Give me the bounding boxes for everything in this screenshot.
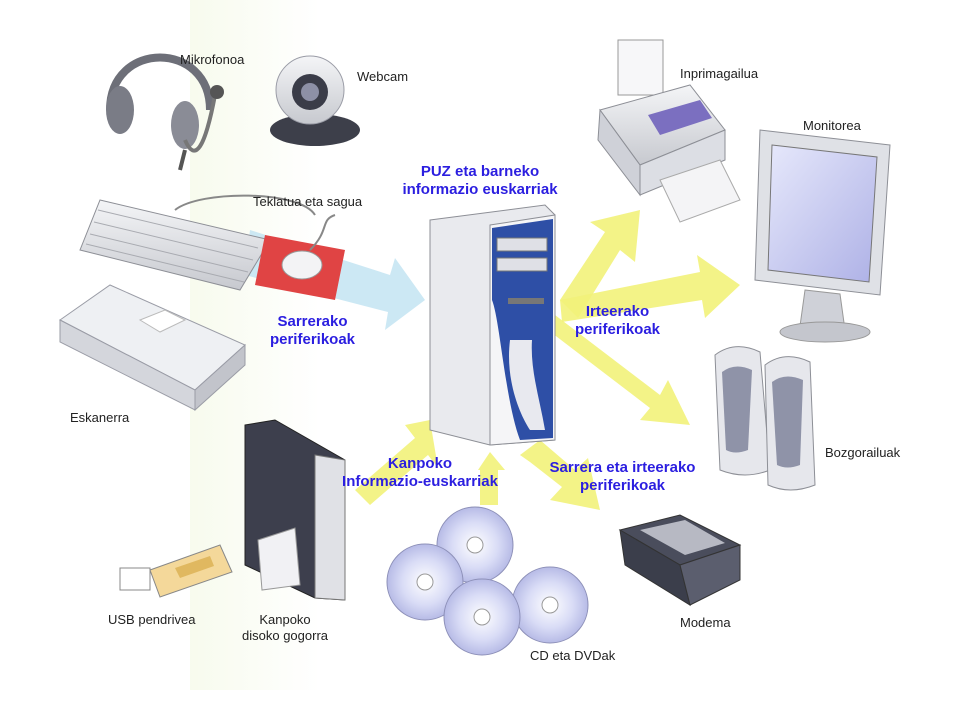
webcam-label: Webcam xyxy=(357,69,409,84)
external-storage-heading: Kanpoko Informazio-euskarriak xyxy=(335,455,505,491)
cd-dvd-label: CD eta DVDak xyxy=(530,648,616,663)
center-title-line1: PUZ eta barneko xyxy=(420,163,540,180)
cpu-tower-illustration xyxy=(429,204,556,446)
cd-dvd-illustration xyxy=(386,506,589,656)
monitor-illustration xyxy=(754,129,891,343)
printer-illustration xyxy=(597,39,741,223)
input-peripherals-line1: Sarrerako xyxy=(277,313,348,330)
external-storage-line1: Kanpoko xyxy=(387,455,453,472)
external-storage-line2: Informazio-euskarriak xyxy=(342,473,498,490)
speakers-illustration xyxy=(714,346,816,491)
io-arrow-modem xyxy=(520,440,600,510)
external-arrow-cd xyxy=(478,452,505,505)
printer-label: Inprimagailua xyxy=(680,66,759,81)
external-arrow-hdd xyxy=(355,420,438,505)
bottom-fade xyxy=(0,690,960,720)
output-peripherals-line2: periferikoak xyxy=(574,321,661,338)
output-arrow-monitor xyxy=(560,255,740,322)
usb-illustration xyxy=(119,544,233,598)
usb-label: USB pendrivea xyxy=(108,612,196,627)
scanner-label: Eskanerra xyxy=(70,410,130,425)
input-peripherals-line2: periferikoak xyxy=(269,331,356,348)
center-title: PUZ eta barneko informazio euskarriak xyxy=(395,163,565,199)
microphone-label: Mikrofonoa xyxy=(180,52,245,67)
hdd-label-line1: Kanpoko xyxy=(259,612,311,627)
modem-label: Modema xyxy=(680,615,731,630)
webcam-illustration xyxy=(270,55,360,146)
keyboard-illustration xyxy=(79,194,316,291)
output-peripherals-heading: Irteerako periferikoak xyxy=(565,303,670,339)
output-arrow-printer xyxy=(560,210,640,318)
io-peripherals-line1: Sarrera eta irteerako xyxy=(549,459,696,476)
mouse-illustration xyxy=(255,214,345,300)
input-peripherals-heading: Sarrerako periferikoak xyxy=(250,313,375,349)
external-hdd-illustration xyxy=(244,419,346,601)
scanner-illustration xyxy=(59,284,246,412)
modem-illustration xyxy=(618,514,742,607)
hdd-label: Kanpoko disoko gogorra xyxy=(235,612,335,644)
output-arrow-speakers xyxy=(548,315,690,425)
io-peripherals-heading: Sarrera eta irteerako periferikoak xyxy=(525,459,720,495)
io-peripherals-line2: periferikoak xyxy=(579,477,666,494)
speakers-label: Bozgorailuak xyxy=(825,445,901,460)
headset-illustration xyxy=(106,53,224,171)
output-peripherals-line1: Irteerako xyxy=(585,303,650,320)
center-title-line2: informazio euskarriak xyxy=(402,181,558,198)
hdd-label-line2: disoko gogorra xyxy=(242,628,328,643)
monitor-label: Monitorea xyxy=(803,118,861,133)
keyboard-mouse-label: Teklatua eta sagua xyxy=(253,194,363,209)
